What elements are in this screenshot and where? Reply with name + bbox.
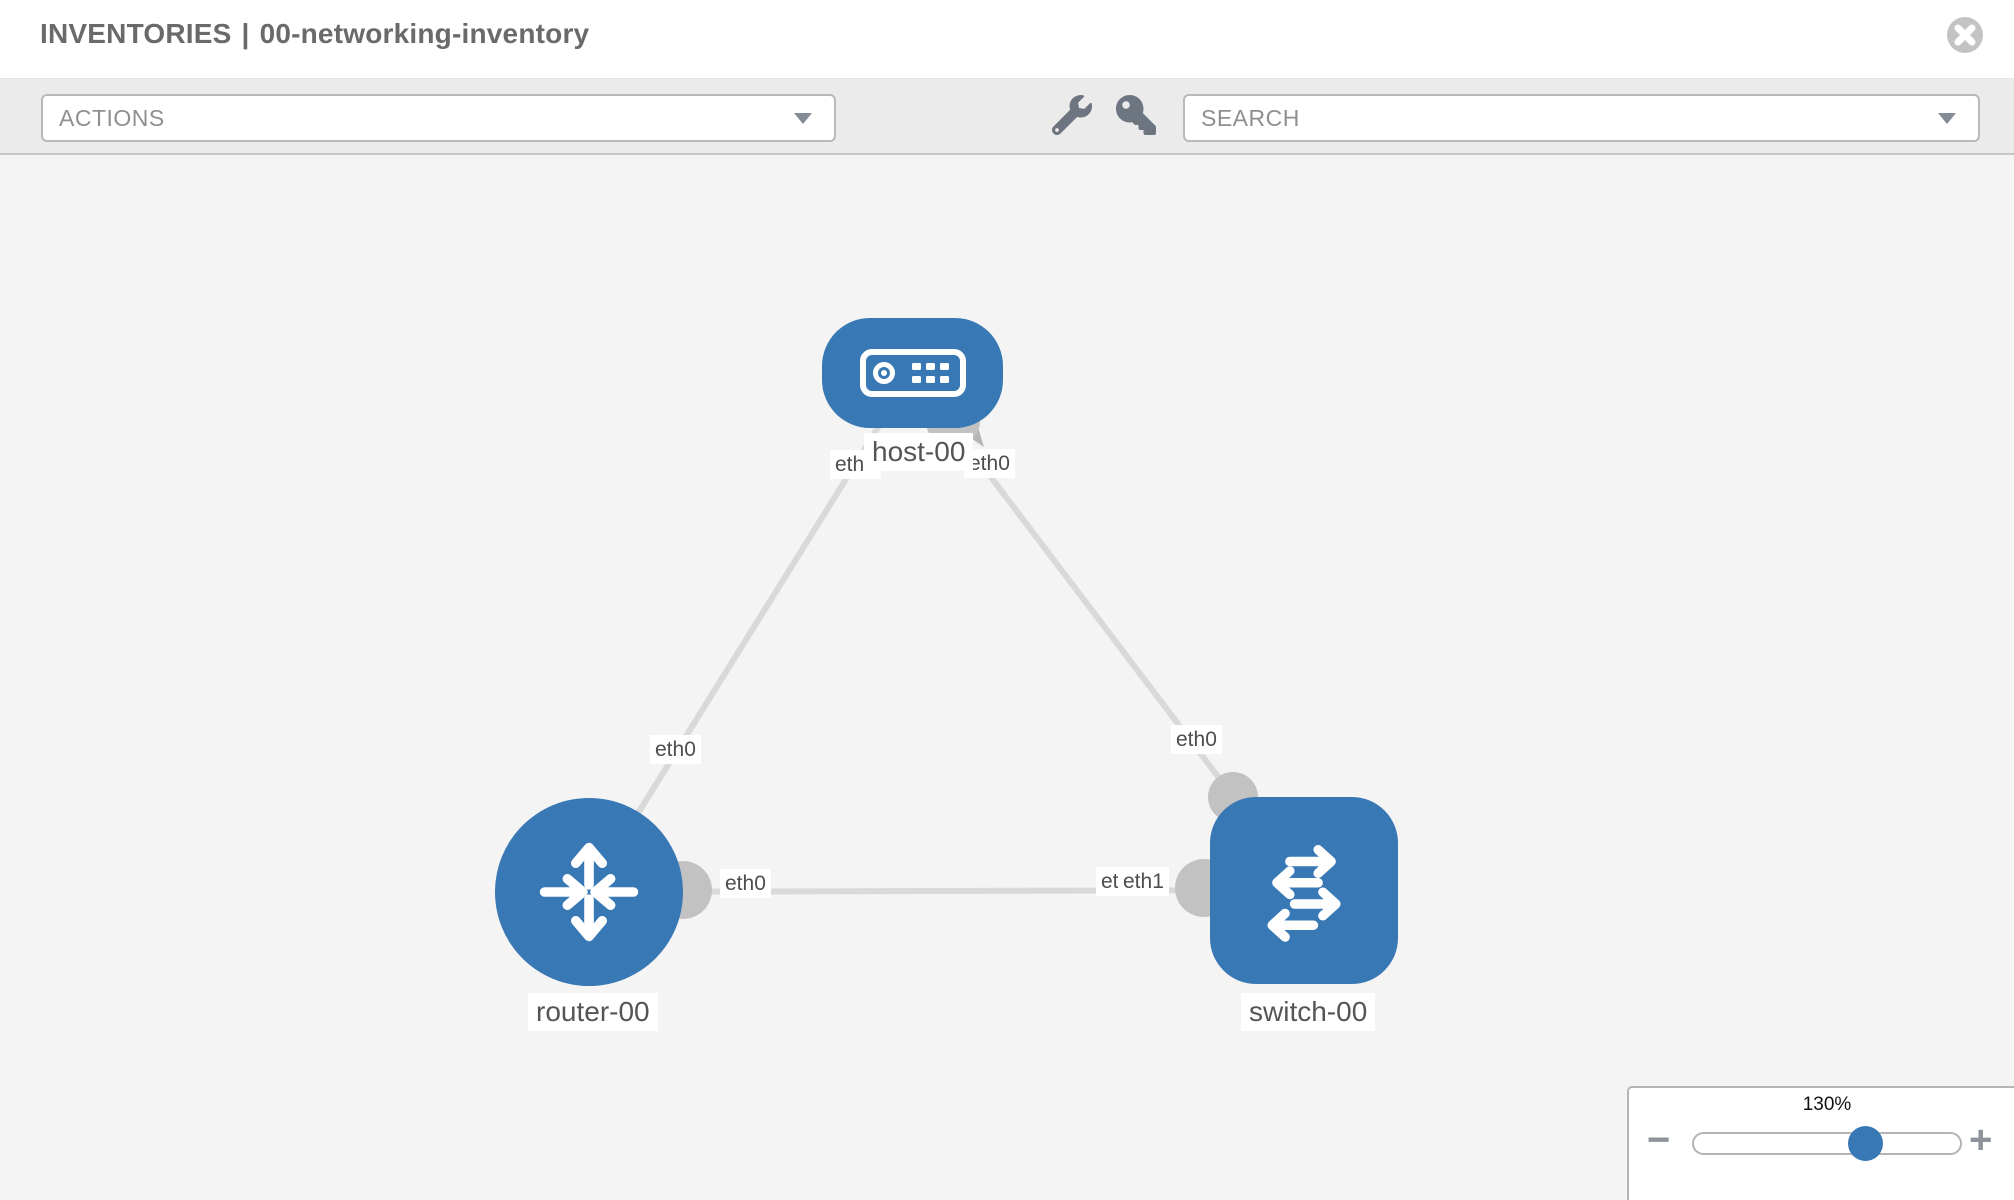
window-header: INVENTORIES | 00-networking-inventory: [0, 0, 2014, 79]
zoom-out-button[interactable]: −: [1647, 1118, 1671, 1162]
port-label-router-top: eth0: [650, 735, 701, 765]
key-icon: [1116, 95, 1156, 135]
toolbar: ACTIONS SEARCH: [0, 79, 2014, 155]
node-label-switch-00: switch-00: [1241, 993, 1376, 1031]
configure-button[interactable]: [1051, 95, 1096, 139]
zoom-in-button[interactable]: +: [1969, 1118, 1993, 1162]
port-label-switch-left-front: eth1: [1118, 867, 1169, 897]
router-icon: [539, 842, 639, 942]
zoom-slider-track[interactable]: [1692, 1132, 1962, 1155]
zoom-control-panel: 130% − +: [1627, 1086, 2014, 1200]
page-title-section: INVENTORIES: [40, 18, 232, 49]
topology-canvas[interactable]: eth0 eth0 eth0 eth0 eth0 eth0 eth1 host-…: [0, 155, 2014, 1200]
search-dropdown[interactable]: SEARCH: [1183, 94, 1980, 142]
edge-layer: [586, 371, 1307, 919]
port-label-router-right: eth0: [720, 869, 771, 899]
switch-icon: [1267, 844, 1341, 942]
close-icon: [1947, 17, 1983, 53]
close-button[interactable]: [1946, 16, 1984, 54]
zoom-slider-thumb[interactable]: [1848, 1126, 1883, 1161]
page-title: INVENTORIES | 00-networking-inventory: [40, 18, 589, 50]
page-title-separator: |: [241, 18, 250, 49]
actions-dropdown-label: ACTIONS: [59, 104, 165, 131]
node-host-00[interactable]: [822, 318, 1003, 428]
actions-dropdown[interactable]: ACTIONS: [41, 94, 836, 142]
node-label-router-00: router-00: [528, 993, 658, 1031]
page-title-inventory-name: 00-networking-inventory: [259, 18, 590, 49]
credentials-button[interactable]: [1116, 95, 1160, 139]
node-router-00[interactable]: [495, 798, 683, 986]
zoom-level-label: 130%: [1802, 1094, 1852, 1115]
port-label-switch-top: eth0: [1171, 725, 1222, 755]
search-dropdown-label: SEARCH: [1201, 104, 1300, 131]
node-switch-00[interactable]: [1210, 797, 1398, 984]
chevron-down-icon: [1938, 113, 1956, 124]
chevron-down-icon: [794, 113, 812, 124]
node-label-host-00: host-00: [864, 433, 974, 471]
host-icon: [859, 349, 966, 397]
wrench-icon: [1051, 95, 1092, 136]
